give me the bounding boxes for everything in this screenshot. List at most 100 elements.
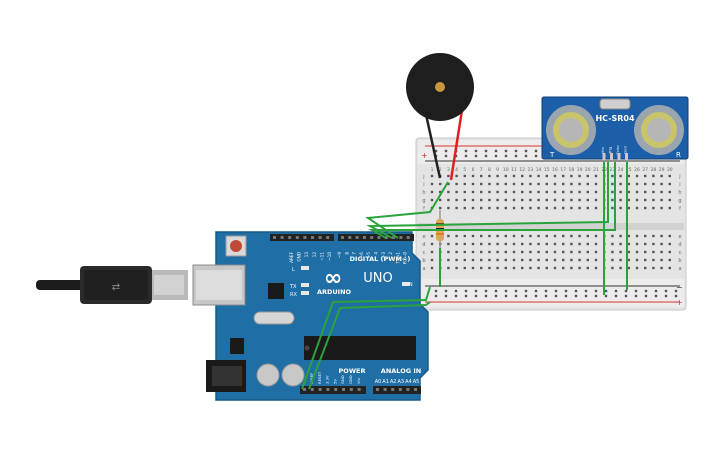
breadboard-hole[interactable] — [537, 190, 540, 194]
breadboard-hole[interactable] — [521, 190, 524, 194]
rail-hole[interactable] — [444, 149, 448, 153]
breadboard-hole[interactable] — [644, 234, 647, 238]
breadboard-hole[interactable] — [586, 190, 589, 194]
buzzer[interactable] — [406, 53, 474, 181]
breadboard-hole[interactable] — [562, 198, 565, 202]
rail-hole[interactable] — [654, 289, 658, 293]
rail-hole[interactable] — [594, 289, 598, 293]
breadboard-hole[interactable] — [570, 234, 573, 238]
breadboard-hole[interactable] — [619, 242, 622, 246]
breadboard-hole[interactable] — [668, 258, 671, 262]
breadboard-hole[interactable] — [504, 174, 507, 178]
rail-hole[interactable] — [664, 294, 668, 298]
breadboard-hole[interactable] — [521, 174, 524, 178]
breadboard-hole[interactable] — [480, 250, 483, 254]
breadboard-hole[interactable] — [496, 250, 499, 254]
breadboard-hole[interactable] — [644, 190, 647, 194]
breadboard-hole[interactable] — [529, 198, 532, 202]
rail-hole[interactable] — [504, 289, 508, 293]
breadboard-hole[interactable] — [480, 190, 483, 194]
breadboard-hole[interactable] — [455, 174, 458, 178]
breadboard-hole[interactable] — [439, 190, 442, 194]
breadboard-hole[interactable] — [627, 250, 630, 254]
breadboard-hole[interactable] — [586, 206, 589, 210]
breadboard-hole[interactable] — [553, 250, 557, 254]
breadboard-hole[interactable] — [512, 190, 516, 194]
sensor-pin[interactable] — [610, 153, 613, 160]
breadboard-hole[interactable] — [480, 258, 483, 262]
breadboard-hole[interactable] — [586, 182, 589, 186]
breadboard-hole[interactable] — [553, 242, 557, 246]
header-pin[interactable] — [280, 236, 284, 239]
breadboard-hole[interactable] — [447, 206, 450, 210]
breadboard-hole[interactable] — [488, 190, 491, 194]
header-pin[interactable] — [311, 236, 314, 239]
breadboard-hole[interactable] — [537, 234, 540, 238]
rail-hole[interactable] — [434, 149, 438, 153]
sensor-pin[interactable] — [625, 153, 628, 160]
rail-hole[interactable] — [484, 154, 488, 158]
rail-hole[interactable] — [664, 289, 668, 293]
breadboard-hole[interactable] — [496, 190, 499, 194]
rail-hole[interactable] — [644, 289, 648, 293]
rail-hole[interactable] — [534, 294, 538, 298]
breadboard-hole[interactable] — [611, 242, 614, 246]
breadboard-hole[interactable] — [660, 242, 663, 246]
breadboard-hole[interactable] — [512, 250, 516, 254]
breadboard-hole[interactable] — [660, 198, 663, 202]
rail-hole[interactable] — [614, 294, 618, 298]
breadboard-hole[interactable] — [512, 234, 516, 238]
breadboard-hole[interactable] — [627, 242, 630, 246]
rail-hole[interactable] — [524, 289, 528, 293]
breadboard-hole[interactable] — [455, 206, 458, 210]
breadboard-hole[interactable] — [619, 206, 622, 210]
breadboard-hole[interactable] — [644, 198, 647, 202]
breadboard-hole[interactable] — [635, 266, 639, 270]
breadboard-hole[interactable] — [562, 206, 565, 210]
breadboard-hole[interactable] — [504, 190, 507, 194]
breadboard-hole[interactable] — [471, 198, 475, 202]
breadboard-hole[interactable] — [562, 250, 565, 254]
header-pin[interactable] — [384, 236, 388, 239]
breadboard-hole[interactable] — [504, 198, 507, 202]
breadboard-hole[interactable] — [652, 258, 655, 262]
breadboard-hole[interactable] — [463, 206, 466, 210]
rail-hole[interactable] — [674, 294, 678, 298]
breadboard-hole[interactable] — [537, 206, 540, 210]
rail-hole[interactable] — [594, 294, 598, 298]
rail-hole[interactable] — [544, 289, 548, 293]
breadboard-hole[interactable] — [619, 250, 622, 254]
breadboard-hole[interactable] — [529, 182, 532, 186]
rail-hole[interactable] — [514, 289, 518, 293]
breadboard-hole[interactable] — [504, 258, 507, 262]
breadboard-hole[interactable] — [586, 258, 589, 262]
breadboard-hole[interactable] — [496, 182, 499, 186]
breadboard-hole[interactable] — [668, 198, 671, 202]
breadboard-hole[interactable] — [553, 174, 557, 178]
breadboard-hole[interactable] — [521, 266, 524, 270]
rail-hole[interactable] — [634, 294, 638, 298]
breadboard-hole[interactable] — [611, 258, 614, 262]
rail-hole[interactable] — [494, 154, 498, 158]
breadboard-hole[interactable] — [611, 190, 614, 194]
breadboard-hole[interactable] — [529, 206, 532, 210]
rail-hole[interactable] — [454, 294, 458, 298]
breadboard-hole[interactable] — [611, 174, 614, 178]
breadboard-hole[interactable] — [537, 198, 540, 202]
header-pin[interactable] — [318, 388, 322, 391]
rail-hole[interactable] — [464, 154, 468, 158]
breadboard-hole[interactable] — [504, 266, 507, 270]
header-pin[interactable] — [326, 388, 330, 391]
breadboard-hole[interactable] — [611, 234, 614, 238]
breadboard-hole[interactable] — [635, 182, 639, 186]
rail-hole[interactable] — [454, 289, 458, 293]
breadboard-hole[interactable] — [455, 190, 458, 194]
breadboard-hole[interactable] — [455, 234, 458, 238]
breadboard-hole[interactable] — [430, 174, 434, 178]
breadboard-hole[interactable] — [463, 234, 466, 238]
rail-hole[interactable] — [674, 289, 678, 293]
breadboard-hole[interactable] — [668, 242, 671, 246]
header-pin[interactable] — [376, 388, 379, 391]
header-pin[interactable] — [414, 388, 417, 391]
